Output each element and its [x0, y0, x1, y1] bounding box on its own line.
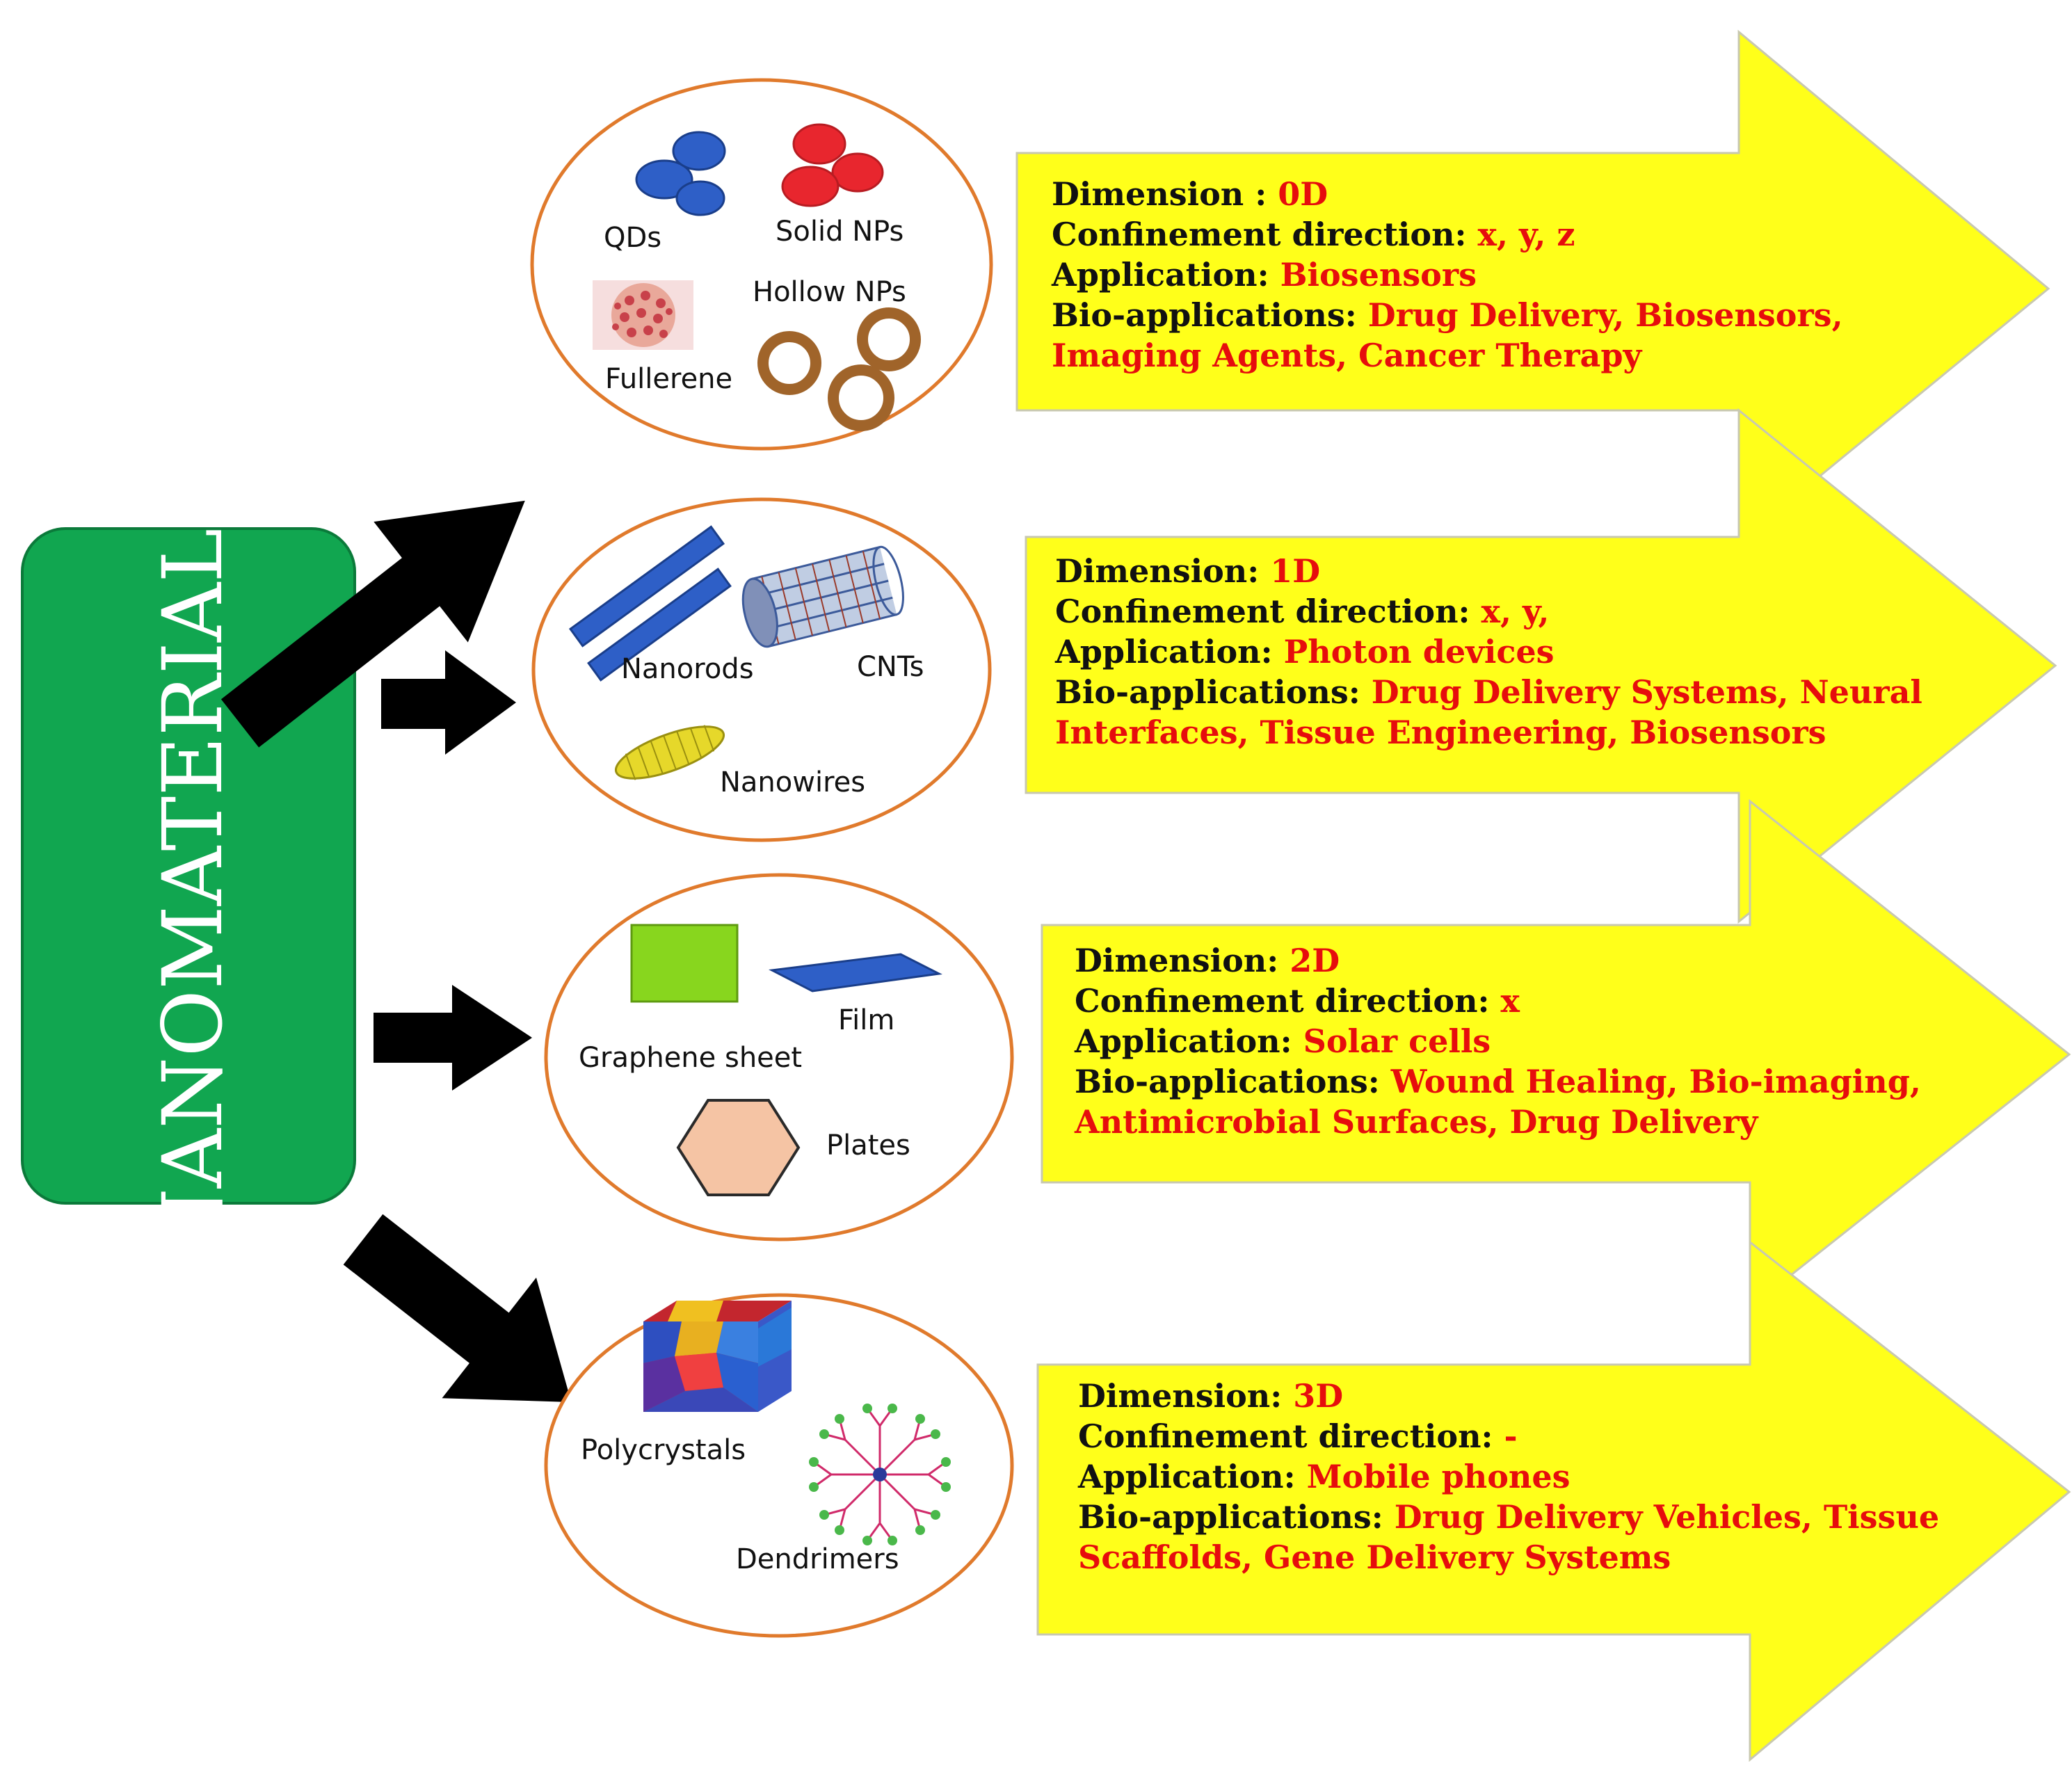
- graphene-sheet-label: Graphene sheet: [579, 1042, 802, 1074]
- circle-0d: [530, 78, 993, 451]
- yellow-arrow-0d: [1015, 29, 2050, 545]
- bio-applications-line: Bio-applications: Drug Delivery Vehicles…: [1078, 1498, 1940, 1536]
- film-icon: [769, 953, 942, 993]
- application-line: Application: Biosensors: [1052, 256, 1477, 294]
- yellow-arrow-1d: [1025, 408, 2057, 924]
- nanorods-icon: [568, 525, 732, 682]
- arrow-to-2d: [374, 985, 532, 1091]
- confinement-line: Confinement direction: x, y,: [1055, 593, 1550, 630]
- application-line: Application: Mobile phones: [1078, 1458, 1571, 1495]
- blue-particles-icon: [635, 131, 726, 216]
- application-line: Application: Photon devices: [1055, 633, 1555, 670]
- yellow-arrow-3d: [1036, 1239, 2071, 1762]
- nanomaterials-label: NANOMATERIALS: [145, 472, 241, 1260]
- dimension-line: Dimension : 0D: [1052, 175, 1328, 213]
- bio-applications-continuation: Imaging Agents, Cancer Therapy: [1052, 337, 1642, 374]
- info-block-1d: Dimension: 1D Confinement direction: x, …: [1055, 551, 1922, 753]
- polycrystal-cube-icon: [643, 1301, 792, 1412]
- fullerene-label: Fullerene: [605, 363, 732, 395]
- dendrimers-label: Dendrimers: [736, 1543, 899, 1575]
- bio-applications-line: Bio-applications: Drug Delivery, Biosens…: [1052, 296, 1843, 334]
- info-block-2d: Dimension: 2D Confinement direction: x A…: [1075, 940, 1921, 1142]
- nanowire-icon: [614, 725, 725, 780]
- bio-applications-continuation: Antimicrobial Surfaces, Drug Delivery: [1075, 1103, 1758, 1141]
- cnts-label: CNTs: [857, 651, 924, 683]
- arrow-to-3d: [343, 1214, 572, 1402]
- bio-applications-line: Bio-applications: Drug Delivery Systems,…: [1055, 673, 1922, 711]
- red-particles-icon: [781, 123, 884, 207]
- nanorods-label: Nanorods: [621, 653, 754, 685]
- nanowires-label: Nanowires: [720, 766, 865, 798]
- dendrimer-icon: [809, 1404, 951, 1545]
- hollow-rings-icon: [757, 307, 921, 431]
- fullerene-icon: [593, 280, 693, 350]
- polycrystals-label: Polycrystals: [581, 1434, 746, 1466]
- nanotube-icon: [741, 545, 904, 648]
- hexagon-plate-icon: [676, 1099, 801, 1196]
- dimension-line: Dimension: 1D: [1055, 552, 1321, 590]
- graphene-sheet-icon: [630, 924, 739, 1003]
- film-label: Film: [838, 1004, 894, 1036]
- dimension-line: Dimension: 3D: [1078, 1377, 1344, 1415]
- info-block-3d: Dimension: 3D Confinement direction: - A…: [1078, 1376, 1939, 1577]
- info-block-0d: Dimension : 0D Confinement direction: x,…: [1052, 174, 1843, 376]
- bio-applications-line: Bio-applications: Wound Healing, Bio-ima…: [1075, 1063, 1921, 1100]
- hollow-nps-label: Hollow NPs: [753, 276, 906, 308]
- bio-applications-continuation: Interfaces, Tissue Engineering, Biosenso…: [1055, 714, 1826, 751]
- application-line: Application: Solar cells: [1075, 1022, 1491, 1060]
- dimension-line: Dimension: 2D: [1075, 942, 1340, 979]
- confinement-line: Confinement direction: x, y, z: [1052, 216, 1575, 253]
- confinement-line: Confinement direction: -: [1078, 1417, 1518, 1455]
- bio-applications-continuation: Scaffolds, Gene Delivery Systems: [1078, 1538, 1671, 1576]
- plates-label: Plates: [826, 1130, 910, 1162]
- qds-label: QDs: [604, 222, 661, 254]
- yellow-arrow-2d: [1041, 798, 2071, 1310]
- arrow-to-0d: [220, 500, 525, 748]
- confinement-line: Confinement direction: x: [1075, 982, 1520, 1020]
- solid-nps-label: Solid NPs: [776, 216, 904, 248]
- arrow-to-1d: [381, 650, 516, 755]
